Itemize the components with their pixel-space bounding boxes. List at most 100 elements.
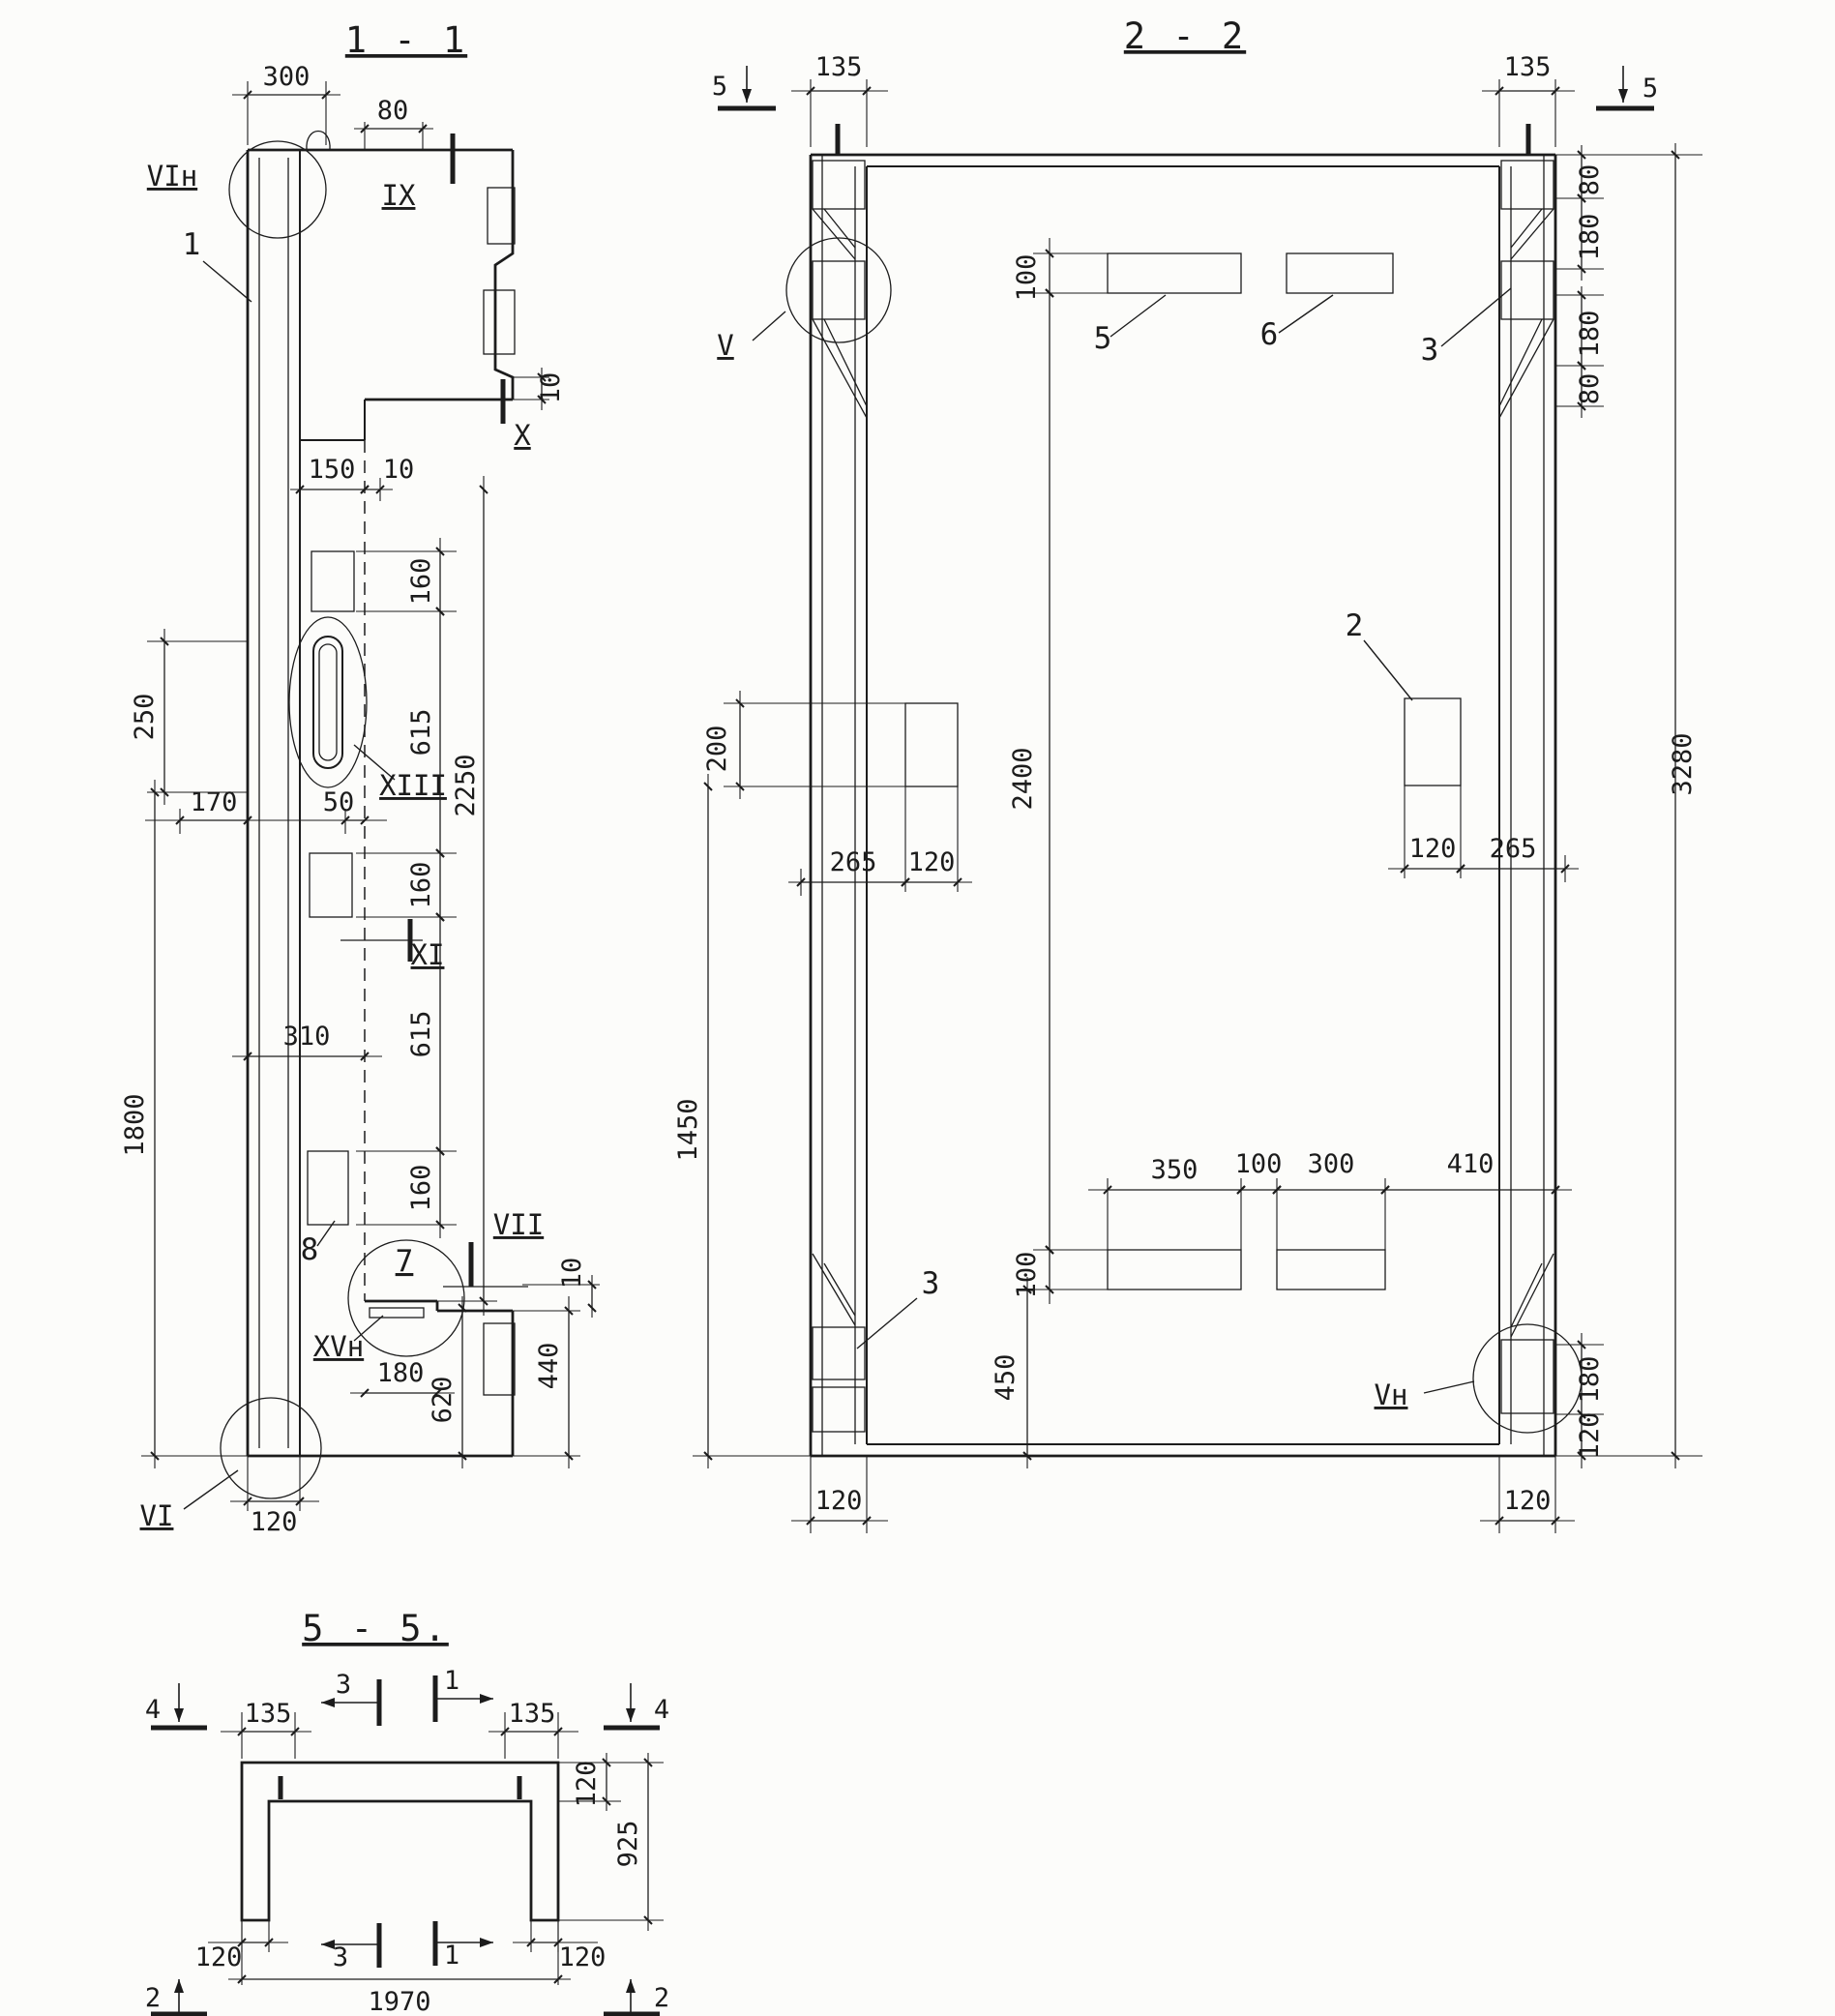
- detail-callout-circle: [347, 1239, 465, 1357]
- detail-label: VI: [140, 1499, 174, 1532]
- detail-label: V: [717, 329, 733, 362]
- dimension-label: 350: [1151, 1155, 1199, 1185]
- detail-label: VII: [493, 1208, 544, 1241]
- dimension-label: 5: [1643, 74, 1658, 104]
- geometry-5-5: [240, 1761, 560, 1922]
- dimension-label: 150: [309, 455, 356, 485]
- dimension-label: 120: [815, 1486, 863, 1516]
- dimension-label: 120: [1409, 834, 1457, 864]
- dimension-label: 310: [283, 1022, 331, 1052]
- dimension-label: 250: [130, 694, 160, 741]
- dimension-label: 1800: [120, 1093, 150, 1156]
- callout-number: 8: [301, 1232, 319, 1267]
- embed-plate: [1107, 252, 1242, 294]
- lifting-slot: [312, 636, 343, 769]
- embed-plate: [1286, 252, 1394, 294]
- dimensions-1-1: [141, 81, 600, 1511]
- embed-plate: [812, 160, 866, 210]
- dimension-label: 120: [908, 847, 956, 877]
- embed-plate: [309, 852, 353, 918]
- dimension-label: 135: [245, 1699, 292, 1729]
- dimension-label: 120: [559, 1942, 607, 1972]
- lifting-hook: [306, 131, 331, 151]
- dimension-label: 50: [323, 787, 355, 817]
- dimension-label: 135: [1504, 52, 1552, 82]
- embed-plate-detail-7: [369, 1307, 425, 1319]
- embed-plate: [487, 187, 516, 245]
- dimension-label: 170: [191, 787, 238, 817]
- dimensions-5-5: [151, 1675, 664, 2016]
- dimensions-2-2: [693, 66, 1702, 1533]
- dimension-label: 4: [654, 1695, 669, 1725]
- dimension-label: 265: [1490, 834, 1537, 864]
- dimension-label: 80: [1575, 373, 1605, 405]
- dimension-label: 180: [377, 1358, 425, 1388]
- embed-plate: [1500, 160, 1554, 210]
- dimension-label: 80: [1575, 164, 1605, 196]
- lifting-slot-callout: [288, 616, 368, 788]
- embed-plate: [904, 702, 959, 787]
- callout-number: 6: [1260, 317, 1279, 352]
- dimension-label: 160: [406, 862, 436, 909]
- section-title: 5 - 5.: [302, 1608, 449, 1649]
- dimension-label: 180: [1575, 1356, 1605, 1404]
- embed-plate: [1107, 1249, 1242, 1290]
- embed-plate: [812, 1326, 866, 1380]
- detail-label: VIн: [147, 160, 197, 193]
- dimension-label: 1970: [368, 1987, 430, 2016]
- geometry-2-2: [752, 124, 1583, 1458]
- embed-plate: [1404, 697, 1462, 786]
- dimension-label: 80: [377, 96, 409, 126]
- embed-plate: [1500, 1339, 1554, 1414]
- embed-plate: [812, 260, 866, 320]
- dimension-label: 450: [991, 1354, 1021, 1402]
- callout-number: 3: [922, 1266, 940, 1301]
- dimension-label: 2: [145, 1983, 161, 2013]
- detail-label: Vн: [1375, 1379, 1408, 1411]
- dimension-label: 10: [383, 455, 415, 485]
- dimension-label: 410: [1447, 1149, 1495, 1179]
- embed-plate: [1276, 1249, 1386, 1290]
- dimension-label: 615: [406, 709, 436, 756]
- dimension-label: 300: [263, 62, 311, 92]
- dimension-label: 160: [406, 558, 436, 606]
- detail-label: XVн: [313, 1330, 364, 1363]
- drawing-section-2-2: 2 - 2VVн56323551351351008018018080328020…: [673, 15, 1702, 1533]
- section-title: 1 - 1: [345, 19, 467, 61]
- dimension-label: 1450: [673, 1098, 703, 1161]
- dimension-label: 200: [702, 726, 732, 773]
- dimension-label: 3: [333, 1942, 348, 1972]
- dimension-label: 135: [509, 1699, 556, 1729]
- dimension-label: 440: [534, 1343, 564, 1390]
- dimension-label: 180: [1575, 311, 1605, 358]
- dimension-label: 135: [815, 52, 863, 82]
- dimension-label: 100: [1235, 1149, 1283, 1179]
- detail-callout-circle: [220, 1397, 322, 1499]
- dimension-label: 2250: [451, 754, 481, 816]
- callout-number: 3: [1421, 333, 1439, 368]
- dimension-label: 120: [1504, 1486, 1552, 1516]
- embed-plate: [812, 1386, 866, 1433]
- dimension-label: 300: [1308, 1149, 1355, 1179]
- embed-plate: [307, 1150, 349, 1226]
- dimension-label: 925: [613, 1821, 643, 1868]
- dimension-label: 1: [444, 1666, 459, 1696]
- dimension-label: 620: [428, 1377, 458, 1424]
- callout-number: 7: [396, 1244, 414, 1279]
- embed-plate: [311, 550, 355, 612]
- lifting-slot-inner: [318, 643, 338, 761]
- embed-plate: [1500, 260, 1554, 320]
- section-title: 2 - 2: [1124, 15, 1246, 57]
- detail-label: XI: [411, 938, 445, 971]
- detail-label: XIII: [379, 769, 447, 802]
- dimension-label: 120: [1575, 1412, 1605, 1460]
- dimension-label: 120: [195, 1942, 243, 1972]
- dimension-label: 2400: [1008, 747, 1038, 810]
- embed-plate: [483, 1322, 516, 1396]
